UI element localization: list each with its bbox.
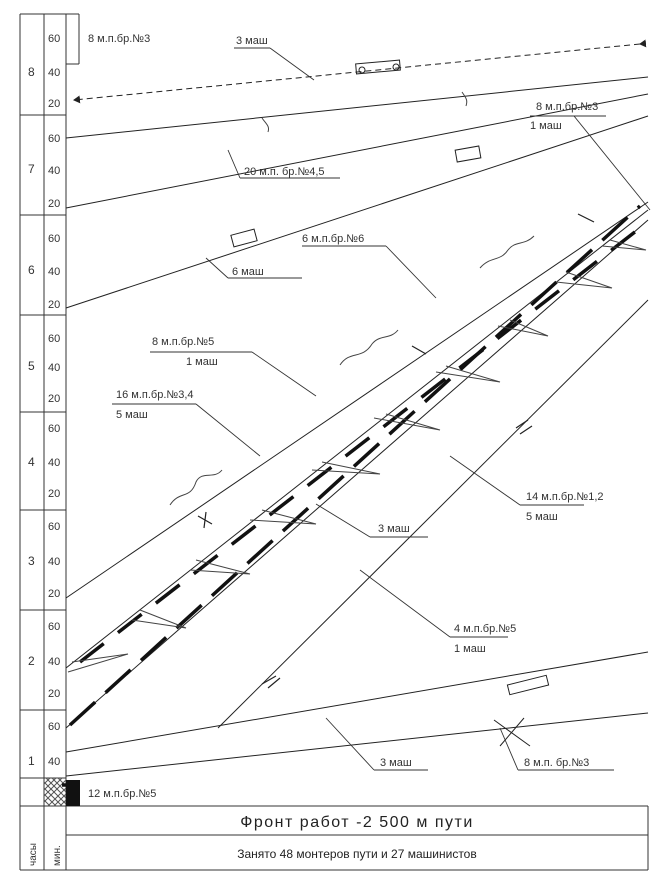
track-line-1 (65, 76, 649, 139)
track-line-8 (65, 651, 649, 753)
dashed-transport-line (73, 39, 647, 104)
time-axis (19, 13, 649, 871)
hour-3-label: 3 (28, 554, 35, 568)
label-3mash-top: 3 маш (236, 35, 268, 47)
minute-labels: 60 40 20 60 40 20 60 40 20 60 40 20 60 4… (48, 33, 60, 768)
min-label: 60 (48, 621, 60, 633)
zigzag-arrows (67, 239, 647, 673)
min-label: 40 (48, 656, 60, 668)
hour-4-label: 4 (28, 455, 35, 469)
min-label: 20 (48, 688, 60, 700)
min-label: 20 (48, 588, 60, 600)
min-label: 60 (48, 133, 60, 145)
label-20mp-br45: 20 м.п. бр.№4,5 (244, 166, 325, 178)
label-1mash-4: 1 маш (454, 643, 486, 655)
min-label: 20 (48, 198, 60, 210)
min-label: 40 (48, 266, 60, 278)
label-3mash-mid: 3 маш (378, 523, 410, 535)
min-label: 20 (48, 299, 60, 311)
minutes-caption: мин. (52, 845, 63, 866)
label-5mash-14: 5 маш (526, 511, 558, 523)
min-label: 60 (48, 33, 60, 45)
label-6mash: 6 маш (232, 266, 264, 278)
label-16mp-br34: 16 м.п.бр.№3,4 (116, 389, 194, 401)
label-1mash-5: 1 маш (186, 356, 218, 368)
min-label: 60 (48, 521, 60, 533)
leader-lines (112, 47, 651, 771)
label-1mash-right: 1 маш (530, 120, 562, 132)
min-label: 40 (48, 362, 60, 374)
hour-7-label: 7 (28, 162, 35, 176)
label-8mp-br3-top: 8 м.п.бр.№3 (88, 33, 150, 45)
label-12mp-br5: 12 м.п.бр.№5 (88, 788, 156, 800)
machine-symbols (230, 59, 550, 747)
min-label: 60 (48, 423, 60, 435)
hour-1-label: 1 (28, 754, 35, 768)
track-line-6 (65, 219, 649, 729)
label-6mp-br6: 6 м.п.бр.№6 (302, 233, 364, 245)
tick-marks (197, 213, 595, 689)
track-line-7 (217, 299, 649, 729)
hour-8-label: 8 (28, 65, 35, 79)
min-label: 40 (48, 457, 60, 469)
min-label: 40 (48, 165, 60, 177)
min-label: 60 (48, 721, 60, 733)
label-4mp-br5: 4 м.п.бр.№5 (454, 623, 516, 635)
label-8mp-br3-right: 8 м.п.бр.№3 (536, 101, 598, 113)
label-5mash-16: 5 маш (116, 409, 148, 421)
min-label: 60 (48, 333, 60, 345)
label-14mp-br12: 14 м.п.бр.№1,2 (526, 491, 604, 503)
track-lines (65, 39, 649, 777)
track-line-3 (65, 115, 649, 309)
min-label: 40 (48, 756, 60, 768)
min-label: 60 (48, 233, 60, 245)
label-8mp-br5: 8 м.п.бр.№5 (152, 336, 214, 348)
track-line-9 (65, 712, 649, 777)
front-of-work-title: Фронт работ -2 500 м пути (240, 814, 474, 831)
label-3mash-low: 3 маш (380, 757, 412, 769)
work-segments (62, 204, 642, 787)
wave-marks (169, 91, 535, 506)
min-label: 40 (48, 67, 60, 79)
min-label: 20 (48, 98, 60, 110)
min-label: 40 (48, 556, 60, 568)
hour-6-label: 6 (28, 263, 35, 277)
label-8mp-br3-low: 8 м.п. бр.№3 (524, 757, 589, 769)
track-line-2 (65, 93, 649, 209)
hour-2-label: 2 (28, 654, 35, 668)
track-line-4 (65, 201, 649, 599)
hour-5-label: 5 (28, 359, 35, 373)
hours-caption: часы (28, 843, 39, 866)
min-label: 20 (48, 393, 60, 405)
hatched-block (43, 777, 80, 807)
workers-summary: Занято 48 монтеров пути и 27 машинистов (237, 847, 476, 861)
min-label: 20 (48, 488, 60, 500)
